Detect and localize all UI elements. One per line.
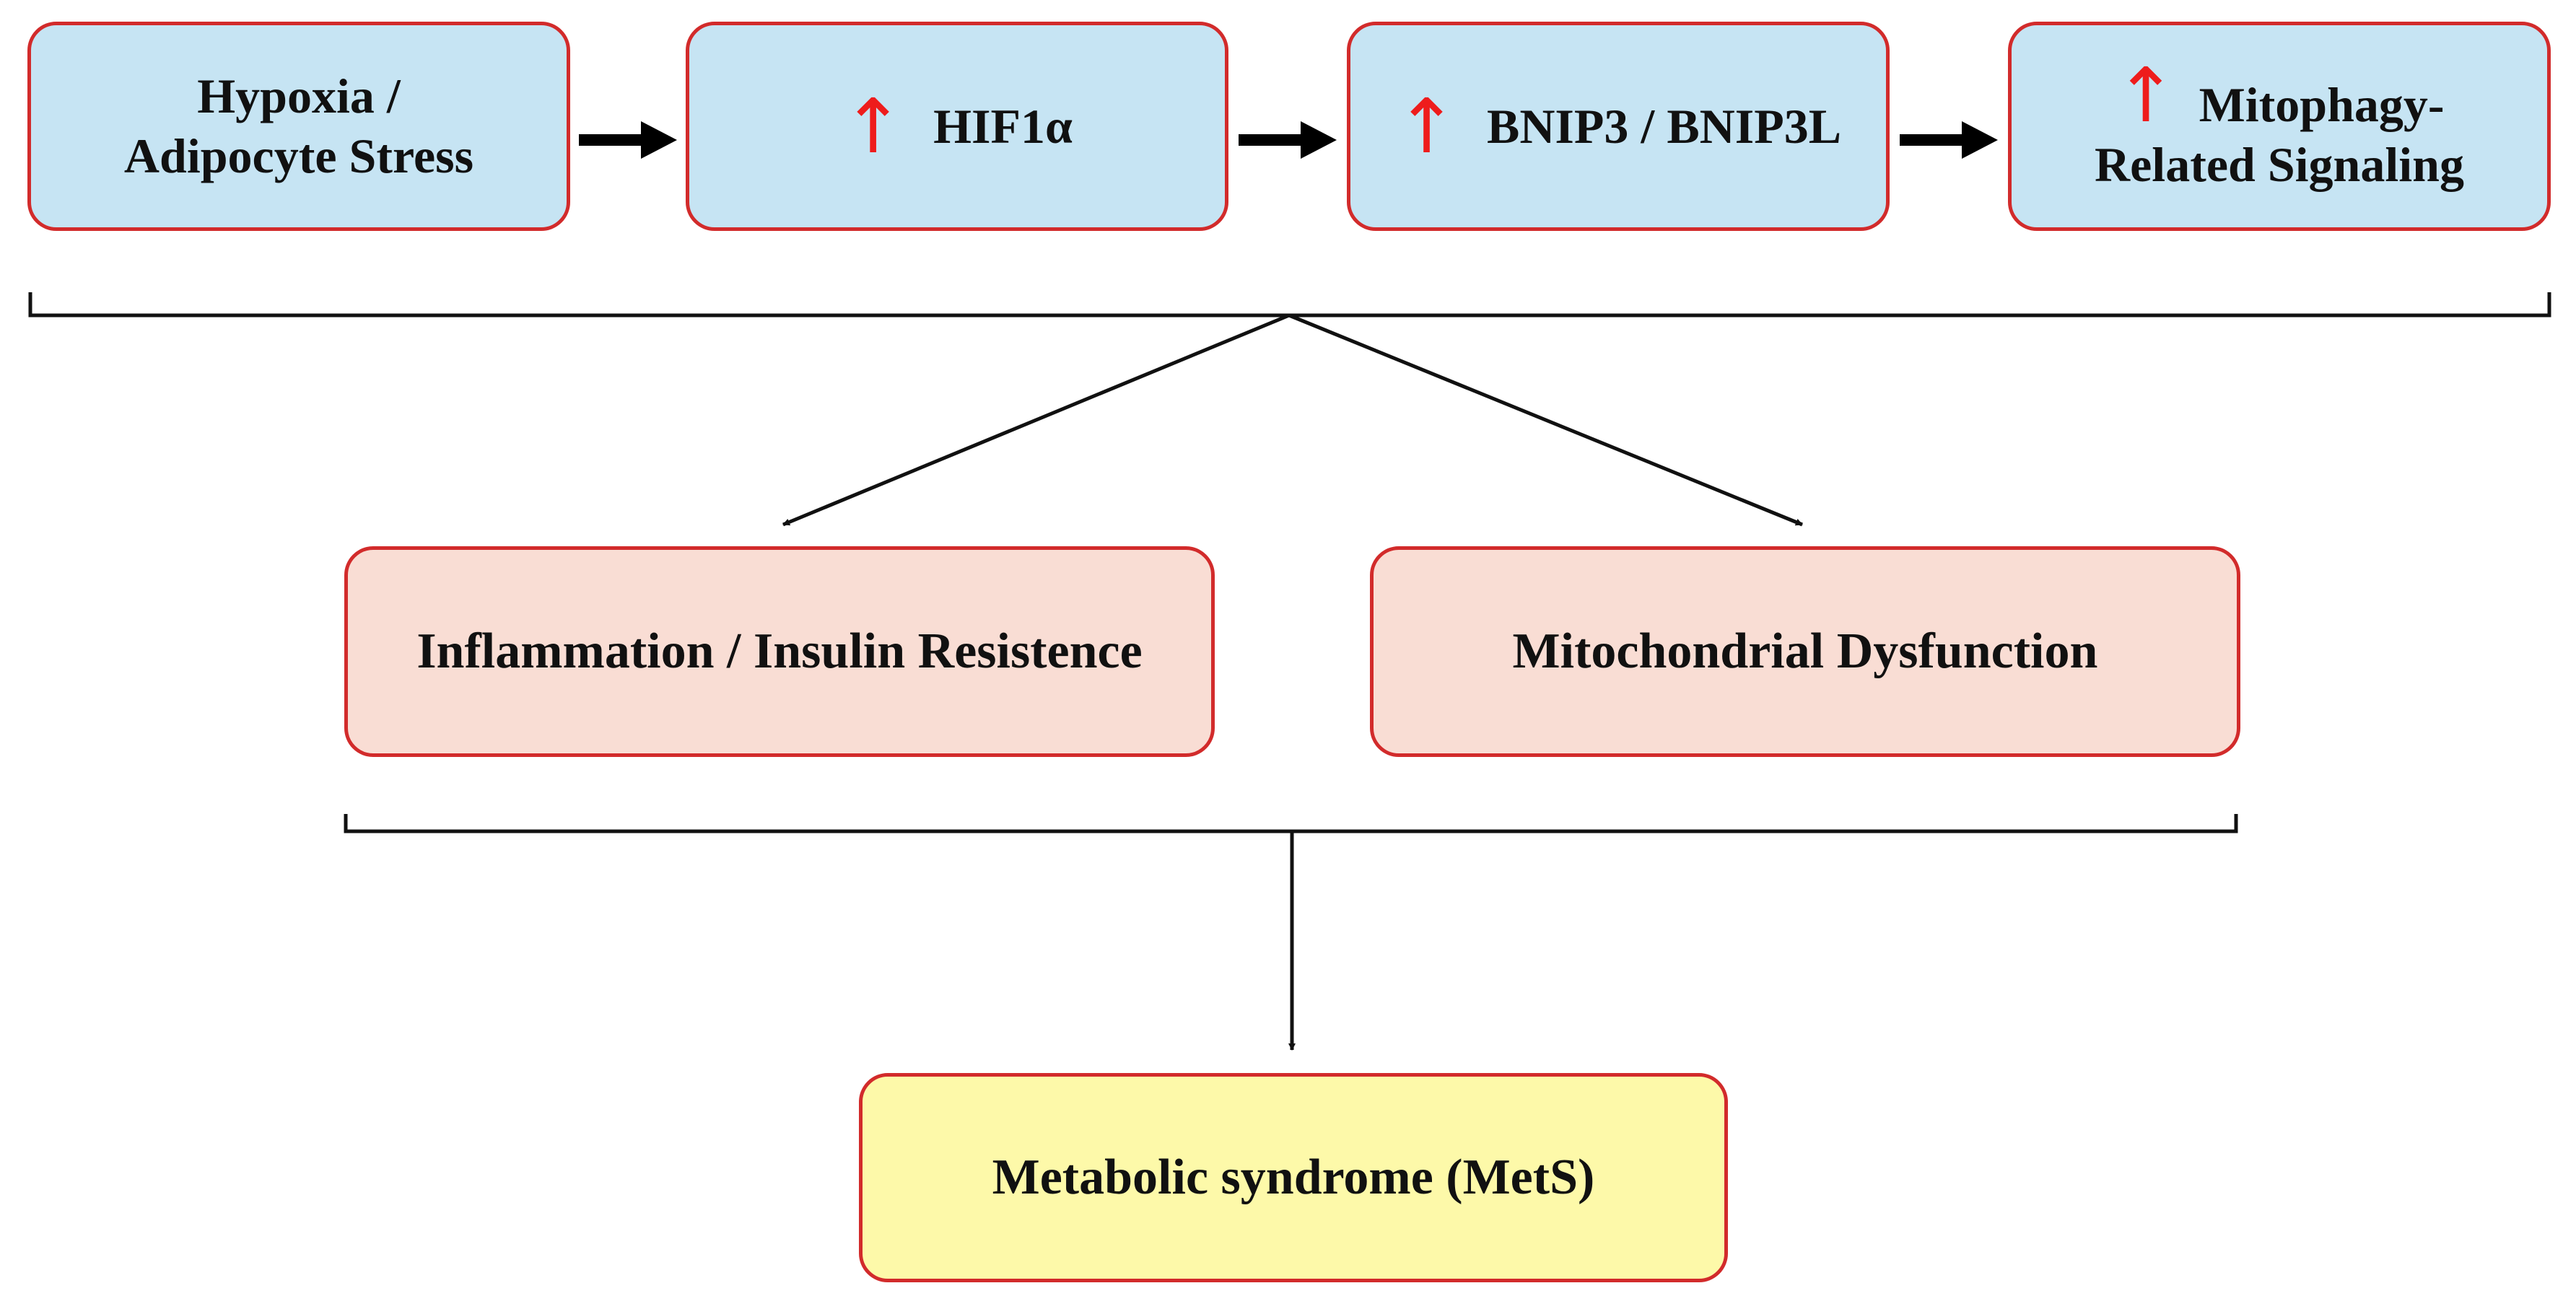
- arrow-bracket-to-inflammation: [782, 313, 1290, 527]
- arrow-hif1a-to-bnip3: [1239, 121, 1337, 159]
- node-mitophagy-signaling: ↑Mitophagy- Related Signaling: [2008, 22, 2551, 231]
- node-hypoxia-line2: Adipocyte Stress: [123, 128, 474, 183]
- top-bracket: [28, 292, 2551, 318]
- increase-arrow-icon: ↑: [1394, 82, 1458, 170]
- increase-arrow-icon: ↑: [842, 82, 905, 170]
- node-inflammation-label: Inflammation / Insulin Resistence: [416, 623, 1143, 679]
- node-metabolic-syndrome: Metabolic syndrome (MetS): [859, 1073, 1728, 1282]
- lower-bracket: [344, 814, 2238, 833]
- node-mitodysf-label: Mitochondrial Dysfunction: [1512, 623, 2098, 679]
- arrow-hypoxia-to-hif1a: [579, 121, 677, 159]
- node-mitophagy-line1-text: Mitophagy-: [2199, 77, 2445, 133]
- node-hypoxia-adipocyte-stress: Hypoxia / Adipocyte Stress: [27, 22, 570, 231]
- node-hif1a: ↑ HIF1α: [686, 22, 1228, 231]
- node-mitophagy-line1: ↑Mitophagy-: [2095, 58, 2464, 135]
- node-mets-label: Metabolic syndrome (MetS): [992, 1150, 1595, 1205]
- arrow-bracket-to-mitodysfunction: [1288, 313, 1803, 527]
- arrow-bnip3-to-mitophagy: [1900, 121, 1998, 159]
- increase-arrow-icon: ↑: [2114, 51, 2178, 140]
- node-mitophagy-line2: Related Signaling: [2095, 137, 2464, 192]
- node-mitochondrial-dysfunction: Mitochondrial Dysfunction: [1370, 546, 2240, 757]
- node-bnip3-bnip3l: ↑ BNIP3 / BNIP3L: [1347, 22, 1890, 231]
- node-bnip3-label: BNIP3 / BNIP3L: [1486, 98, 1842, 154]
- node-hypoxia-line1: Hypoxia /: [197, 69, 401, 124]
- node-hif1a-label: HIF1α: [933, 98, 1073, 154]
- node-inflammation-insulin-resistance: Inflammation / Insulin Resistence: [344, 546, 1215, 757]
